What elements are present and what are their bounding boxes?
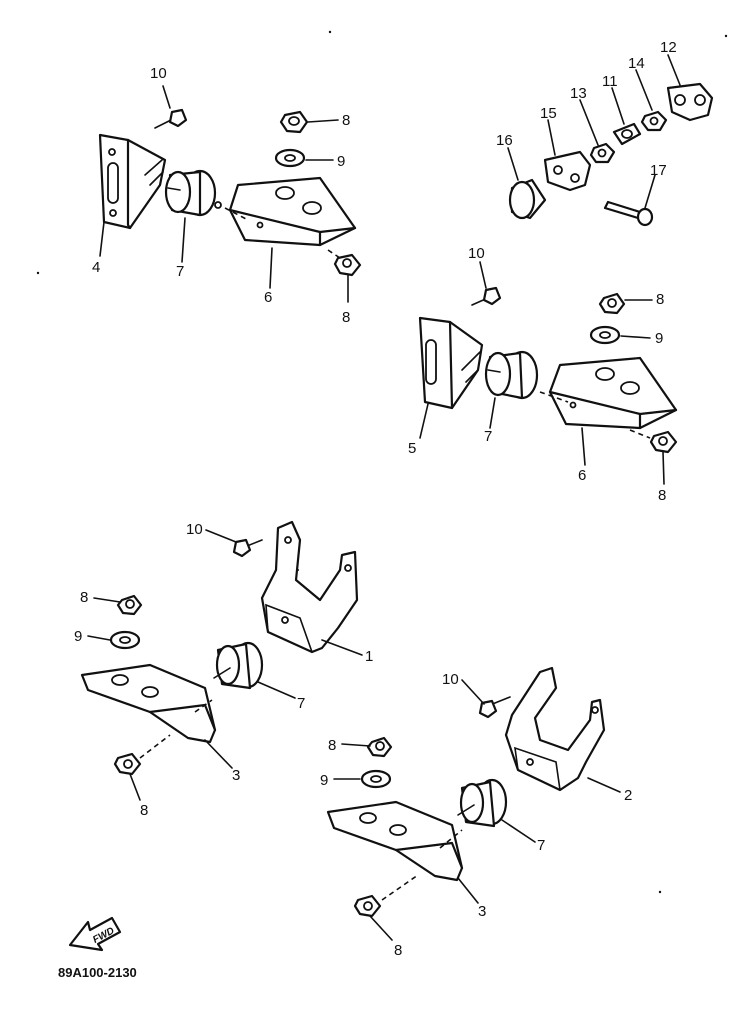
diagram-code: 89A100-2130 <box>58 965 137 980</box>
label-7: 7 <box>484 428 492 445</box>
nut-8g <box>366 736 393 758</box>
nut-8d <box>649 430 678 454</box>
label-1: 1 <box>365 648 373 665</box>
damper-7a <box>164 169 222 217</box>
label-2: 2 <box>624 787 632 804</box>
damper-7c <box>213 641 264 690</box>
label-8: 8 <box>328 737 336 754</box>
nut-8e <box>116 594 143 616</box>
nut-13 <box>589 142 616 164</box>
label-9: 9 <box>655 330 663 347</box>
bracket-2 <box>504 666 606 792</box>
label-8: 8 <box>394 942 402 959</box>
label-10: 10 <box>186 521 203 538</box>
damper-7d <box>457 778 508 828</box>
nut-8c <box>598 292 626 315</box>
label-7: 7 <box>537 837 545 854</box>
bolt-10d <box>478 696 511 719</box>
callout-labels: 10 8 9 4 7 6 8 16 15 13 11 14 12 17 10 8… <box>74 39 677 959</box>
label-5: 5 <box>408 440 416 457</box>
bracket-15 <box>543 150 592 192</box>
damper-7b <box>484 350 539 400</box>
bolt-10c <box>232 538 263 558</box>
label-3: 3 <box>232 767 240 784</box>
label-7: 7 <box>176 263 184 280</box>
nut-8a <box>279 110 309 134</box>
label-15: 15 <box>540 105 557 122</box>
label-9: 9 <box>320 772 328 789</box>
scan-specks <box>36 30 728 894</box>
plate-3b <box>326 800 464 882</box>
washer-9c <box>109 630 141 650</box>
nut-8h <box>353 894 382 918</box>
collar-16 <box>508 178 547 220</box>
bracket-1 <box>260 520 359 654</box>
nut-8b <box>333 253 362 277</box>
washer-9b <box>589 325 621 345</box>
plate-6b <box>548 356 678 430</box>
label-6: 6 <box>264 289 272 306</box>
label-8: 8 <box>656 291 664 308</box>
label-7: 7 <box>297 695 305 712</box>
leader-lines <box>87 54 681 941</box>
label-13: 13 <box>570 85 587 102</box>
label-17: 17 <box>650 162 667 179</box>
nut-14 <box>640 110 668 132</box>
bracket-12 <box>666 82 714 122</box>
bracket-4 <box>98 133 167 230</box>
nut-8f <box>113 752 142 776</box>
label-8: 8 <box>80 589 88 606</box>
label-14: 14 <box>628 55 645 72</box>
washer-9a <box>274 148 306 168</box>
plate-6a <box>228 176 357 247</box>
bolt-17 <box>603 200 654 227</box>
bolt-10b <box>471 286 502 306</box>
label-9: 9 <box>337 153 345 170</box>
label-10: 10 <box>442 671 459 688</box>
label-12: 12 <box>660 39 677 56</box>
forward-arrow-icon: FWD <box>68 916 122 952</box>
label-9: 9 <box>74 628 82 645</box>
label-11: 11 <box>602 73 618 90</box>
label-6: 6 <box>578 467 586 484</box>
label-8: 8 <box>342 112 350 129</box>
label-10: 10 <box>468 245 485 262</box>
label-10: 10 <box>150 65 167 82</box>
label-8: 8 <box>342 309 350 326</box>
label-8: 8 <box>140 802 148 819</box>
label-4: 4 <box>92 259 100 276</box>
label-3: 3 <box>478 903 486 920</box>
washer-9d <box>360 769 392 789</box>
plate-3a <box>80 663 217 744</box>
bracket-5 <box>418 316 484 410</box>
label-16: 16 <box>496 132 513 149</box>
label-8: 8 <box>658 487 666 504</box>
bolt-10a <box>154 108 188 129</box>
washer-11 <box>612 122 642 146</box>
